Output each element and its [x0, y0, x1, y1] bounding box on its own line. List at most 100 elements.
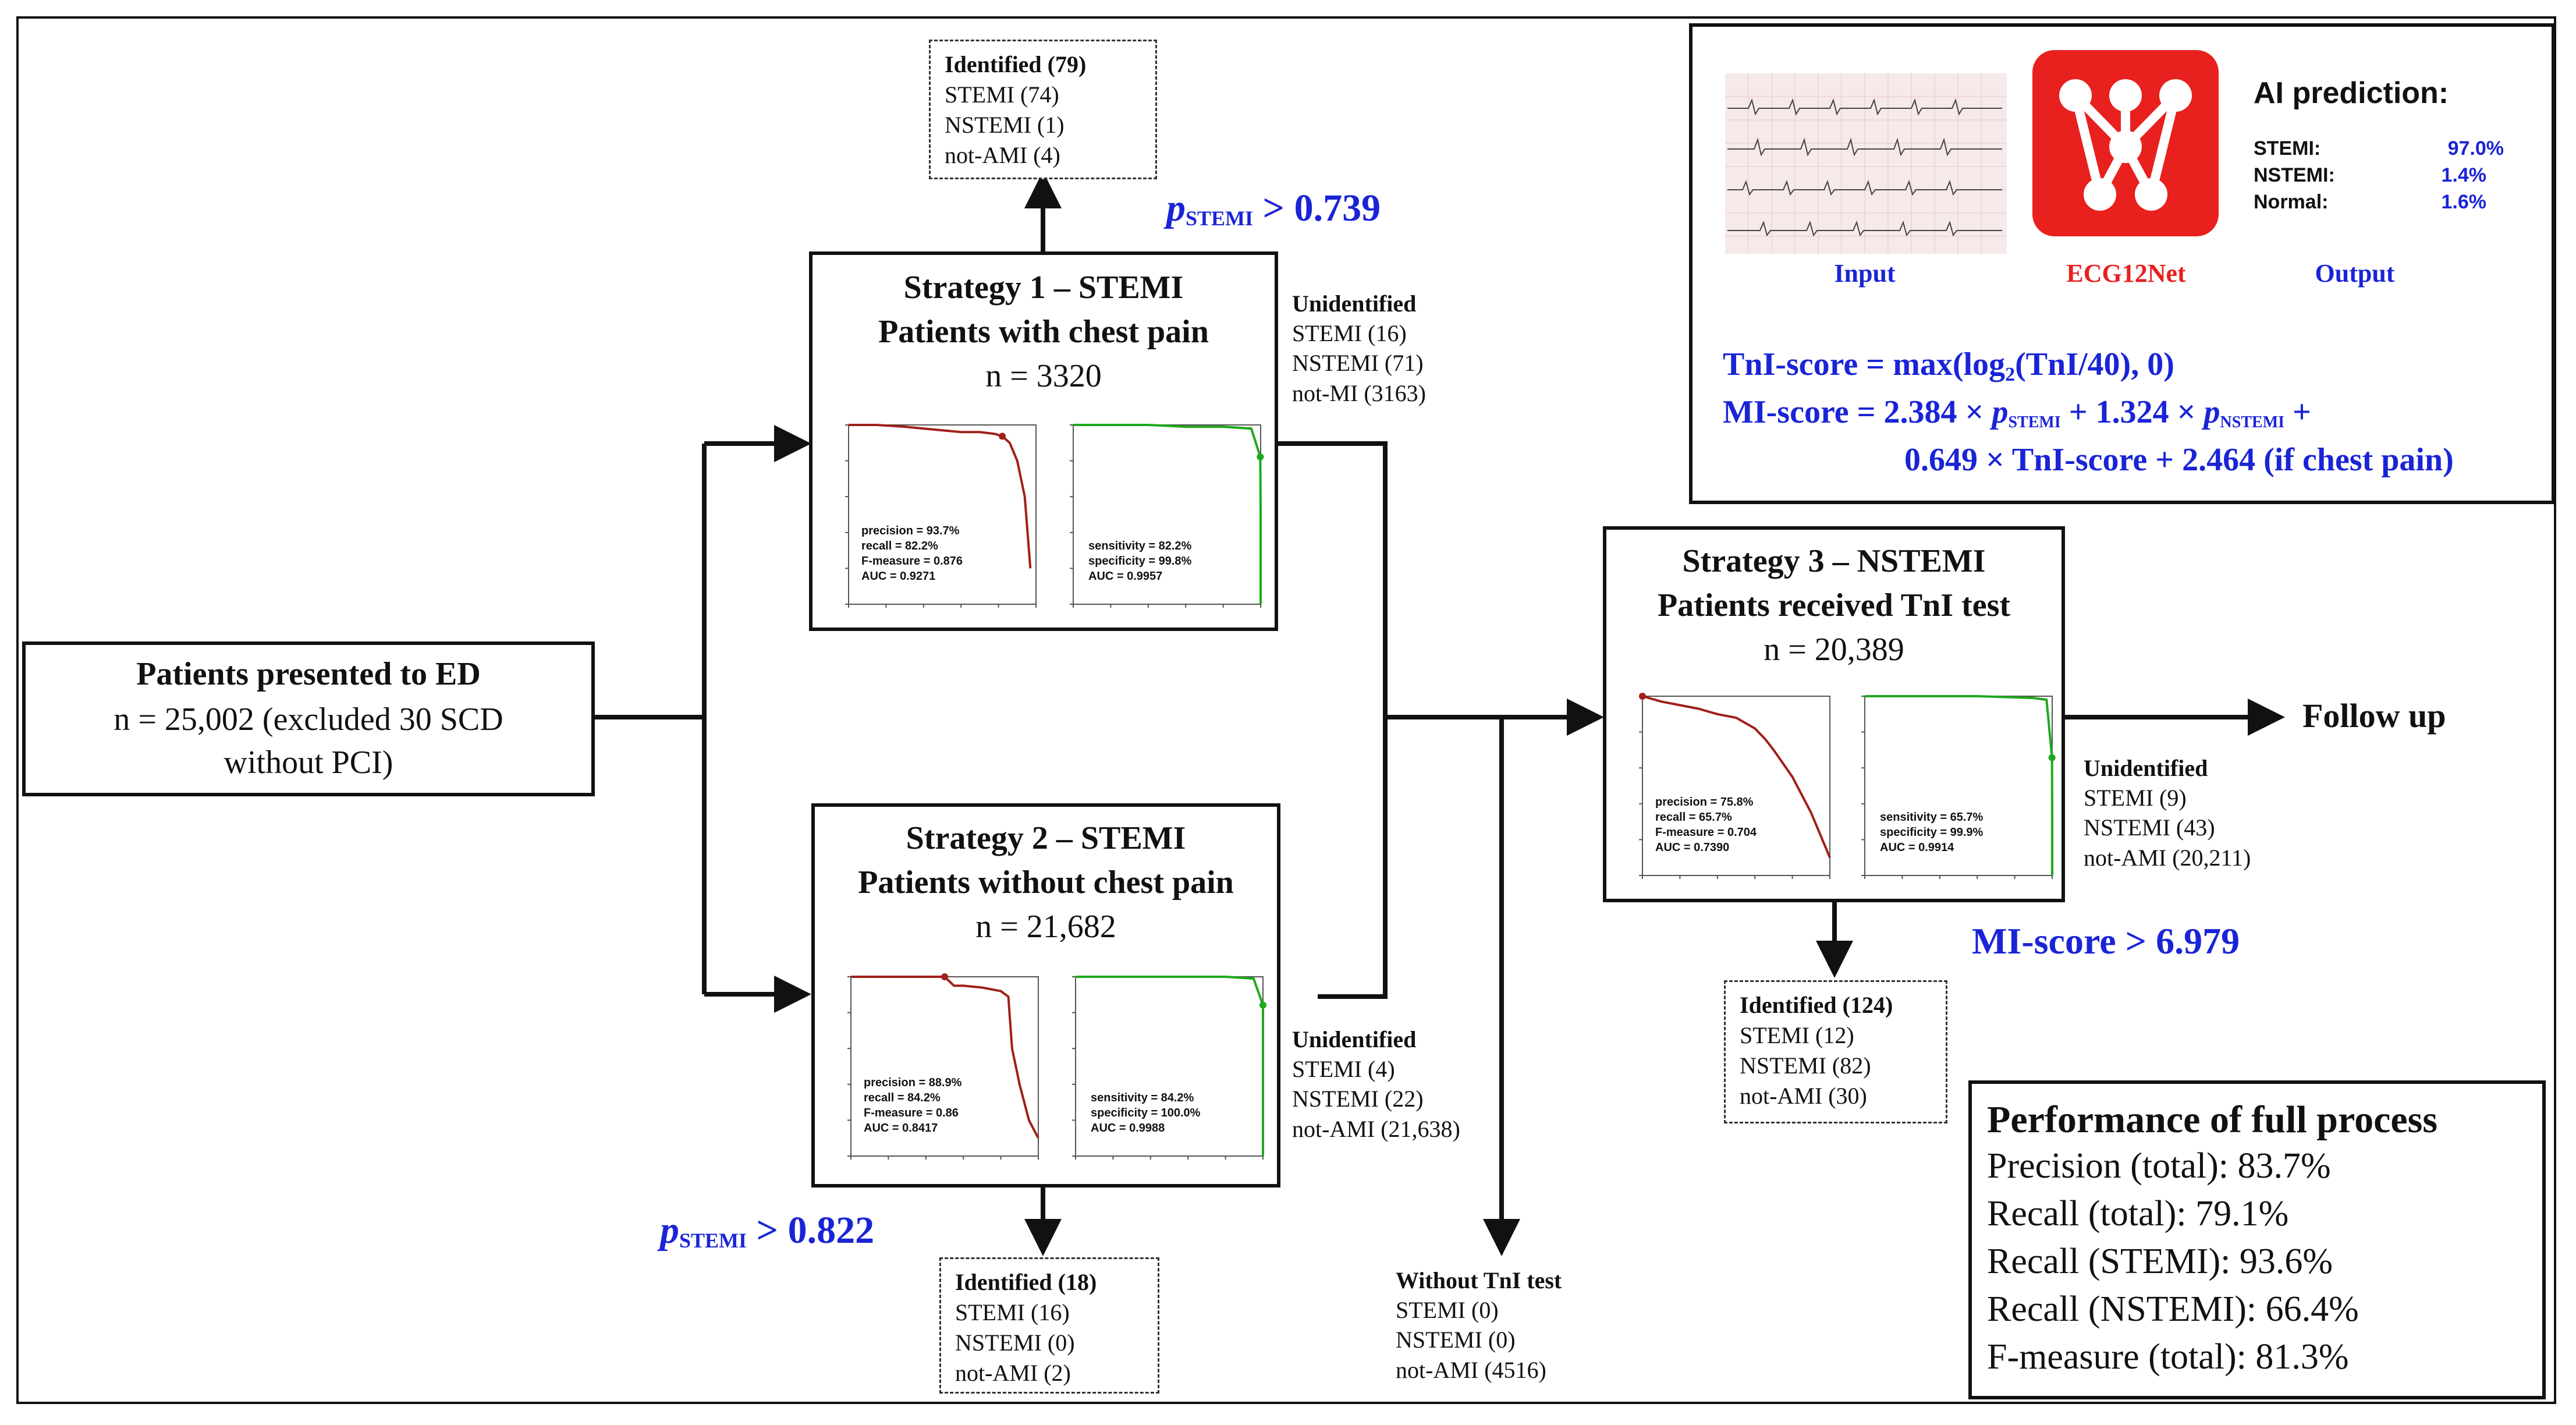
list-item: STEMI (0): [1396, 1297, 1499, 1324]
strategy3-unidentified-header: Unidentified: [2084, 755, 2208, 781]
strategy3-box: Strategy 3 – NSTEMI Patients received Tn…: [1603, 526, 2065, 902]
operating-point: [2048, 754, 2056, 761]
chart-stat-label: sensitivity = 82.2%: [1088, 540, 1192, 552]
strategy3-identified-box: Identified (124) STEMI (12) NSTEMI (82) …: [1724, 980, 1947, 1123]
formula-part: +: [2284, 394, 2311, 430]
roc-curve-line: [1073, 424, 1262, 604]
ecg-input-image: [1725, 73, 2007, 254]
chart-stat-label: recall = 65.7%: [1655, 811, 1732, 824]
list-item: not-MI (3163): [1292, 380, 1426, 406]
strategy1-unidentified: Unidentified STEMI (16) NSTEMI (71) not-…: [1292, 289, 1426, 408]
chart-stat-label: AUC = 0.7390: [1655, 841, 1729, 854]
chart-stat-label: AUC = 0.9914: [1880, 841, 1954, 854]
caption-input: Input: [1834, 259, 1896, 288]
strategy3-unidentified: Unidentified STEMI (9) NSTEMI (43) not-A…: [2084, 753, 2251, 873]
strategy1-subtitle: Patients with chest pain: [878, 314, 1209, 350]
threshold-p: p: [1166, 187, 1186, 229]
threshold-sub: STEMI: [1186, 207, 1254, 230]
strategy2-identified-box: Identified (18) STEMI (16) NSTEMI (0) no…: [939, 1257, 1159, 1394]
chart-stat-label: specificity = 99.9%: [1880, 826, 1984, 839]
chart-stat-label: AUC = 0.9988: [1091, 1122, 1165, 1135]
formula-part: MI-score = 2.384 ×: [1723, 394, 1992, 430]
list-item: STEMI (16): [955, 1299, 1070, 1325]
list-item: not-AMI (4): [945, 142, 1060, 168]
chart-stat-label: specificity = 100.0%: [1091, 1107, 1201, 1119]
performance-line: Recall (total): 79.1%: [1987, 1194, 2289, 1234]
chart-stat-label: recall = 82.2%: [861, 540, 938, 552]
list-item: STEMI (74): [945, 81, 1059, 108]
performance-line: F-measure (total): 81.3%: [1987, 1337, 2349, 1377]
formula-sub: STEMI: [2008, 413, 2061, 431]
strategy1-box: Strategy 1 – STEMI Patients with chest p…: [809, 251, 1278, 631]
performance-title: Performance of full process: [1987, 1098, 2438, 1141]
threshold-value: > 0.739: [1253, 187, 1381, 229]
ai-row-value: 1.6%: [2441, 191, 2487, 213]
strategy3-roc-chart: sensitivity = 65.7% specificity = 99.9% AU…: [1861, 695, 2056, 879]
strategy1-pr-chart: precision = 93.7%recall = 82.2%F-measure…: [845, 424, 1037, 608]
list-item: STEMI (16): [1292, 320, 1407, 347]
ai-row-label: NSTEMI:: [2254, 164, 2335, 186]
ai-row-normal: Normal: 1.6%: [2254, 191, 2504, 214]
chart-stat-label: precision = 88.9%: [864, 1076, 962, 1089]
formula-part: TnI-score = max(log: [1723, 346, 2006, 382]
mi-score-formula-line2: 0.649 × TnI-score + 2.464 (if chest pain…: [1904, 442, 2454, 478]
chart-stat-label: sensitivity = 84.2%: [1091, 1091, 1194, 1104]
ai-row-stemi: STEMI: 97.0%: [2254, 137, 2504, 160]
caption-model: ECG12Net: [2066, 259, 2186, 288]
tni-score-formula: TnI-score = max(log2(TnI/40), 0): [1723, 346, 2174, 386]
strategy2-n: n = 21,682: [975, 909, 1116, 945]
ecg12net-logo-icon: [2032, 50, 2219, 236]
pr-curve-line: [851, 976, 1039, 1139]
threshold-value: > 0.822: [747, 1209, 875, 1252]
plot-area: [1642, 696, 1830, 876]
operating-point: [999, 433, 1006, 440]
ai-model-box: AI prediction: STEMI: 97.0% NSTEMI: 1.4%…: [1689, 23, 2555, 504]
chart-stat-label: AUC = 0.9957: [1088, 570, 1162, 583]
patients-title: Patients presented to ED: [136, 656, 481, 692]
list-item: NSTEMI (0): [955, 1330, 1075, 1356]
list-item: not-AMI (4516): [1396, 1356, 1546, 1383]
without-tni-list: Without TnI test STEMI (0) NSTEMI (0) no…: [1396, 1266, 1562, 1385]
operating-point: [941, 973, 948, 980]
chart-stat-label: recall = 84.2%: [864, 1091, 941, 1104]
caption-output: Output: [2315, 259, 2395, 288]
patients-count-note: without PCI): [223, 745, 393, 781]
operating-point: [1259, 1001, 1266, 1009]
ai-row-value: 97.0%: [2447, 137, 2504, 159]
chart-stat-label: sensitivity = 65.7%: [1880, 811, 1984, 824]
strategy1-identified-box: Identified (79) STEMI (74) NSTEMI (1) no…: [929, 40, 1157, 179]
list-item: NSTEMI (0): [1396, 1327, 1516, 1353]
performance-line: Precision (total): 83.7%: [1987, 1146, 2331, 1186]
performance-line: Recall (NSTEMI): 66.4%: [1987, 1289, 2359, 1329]
strategy2-identified-header: Identified (18): [955, 1269, 1097, 1295]
roc-curve-line: [1865, 695, 2053, 875]
strategy1-roc-chart: sensitivity = 82.2% specificity = 99.8% AU…: [1070, 424, 1264, 608]
strategy3-subtitle: Patients received TnI test: [1657, 587, 2011, 623]
list-item: NSTEMI (71): [1292, 350, 1424, 377]
ai-row-label: Normal:: [2254, 191, 2329, 213]
strategy3-title: Strategy 3 – NSTEMI: [1682, 543, 1986, 579]
operating-point: [1257, 453, 1264, 460]
performance-box: Performance of full process Precision (t…: [1968, 1080, 2546, 1399]
chart-stat-label: specificity = 99.8%: [1088, 555, 1192, 568]
strategy2-pr-chart: precision = 88.9%recall = 84.2%F-measure…: [847, 973, 1039, 1160]
strategy2-subtitle: Patients without chest pain: [858, 864, 1234, 901]
strategy3-n: n = 20,389: [1764, 632, 1904, 668]
strategy2-box: Strategy 2 – STEMI Patients without ches…: [811, 803, 1280, 1188]
strategy3-threshold: MI-score > 6.979: [1972, 920, 2240, 962]
list-item: NSTEMI (22): [1292, 1086, 1424, 1112]
strategy2-roc-chart: sensitivity = 84.2% specificity = 100.0% A…: [1072, 976, 1266, 1160]
strategy2-title: Strategy 2 – STEMI: [906, 820, 1186, 856]
strategy1-n: n = 3320: [985, 358, 1102, 394]
patients-box: Patients presented to ED n = 25,002 (exc…: [22, 641, 595, 796]
list-item: STEMI (9): [2084, 785, 2187, 811]
formula-part: + 1.324 ×: [2060, 394, 2204, 430]
patients-count: n = 25,002 (excluded 30 SCD: [113, 701, 503, 738]
plot-area: [848, 424, 1037, 605]
ai-row-label: STEMI:: [2254, 137, 2321, 159]
list-item: NSTEMI (1): [945, 112, 1065, 138]
chart-stat-label: AUC = 0.9271: [861, 570, 935, 583]
formula-sub: 2: [2005, 364, 2016, 385]
chart-stat-label: precision = 75.8%: [1655, 796, 1754, 809]
